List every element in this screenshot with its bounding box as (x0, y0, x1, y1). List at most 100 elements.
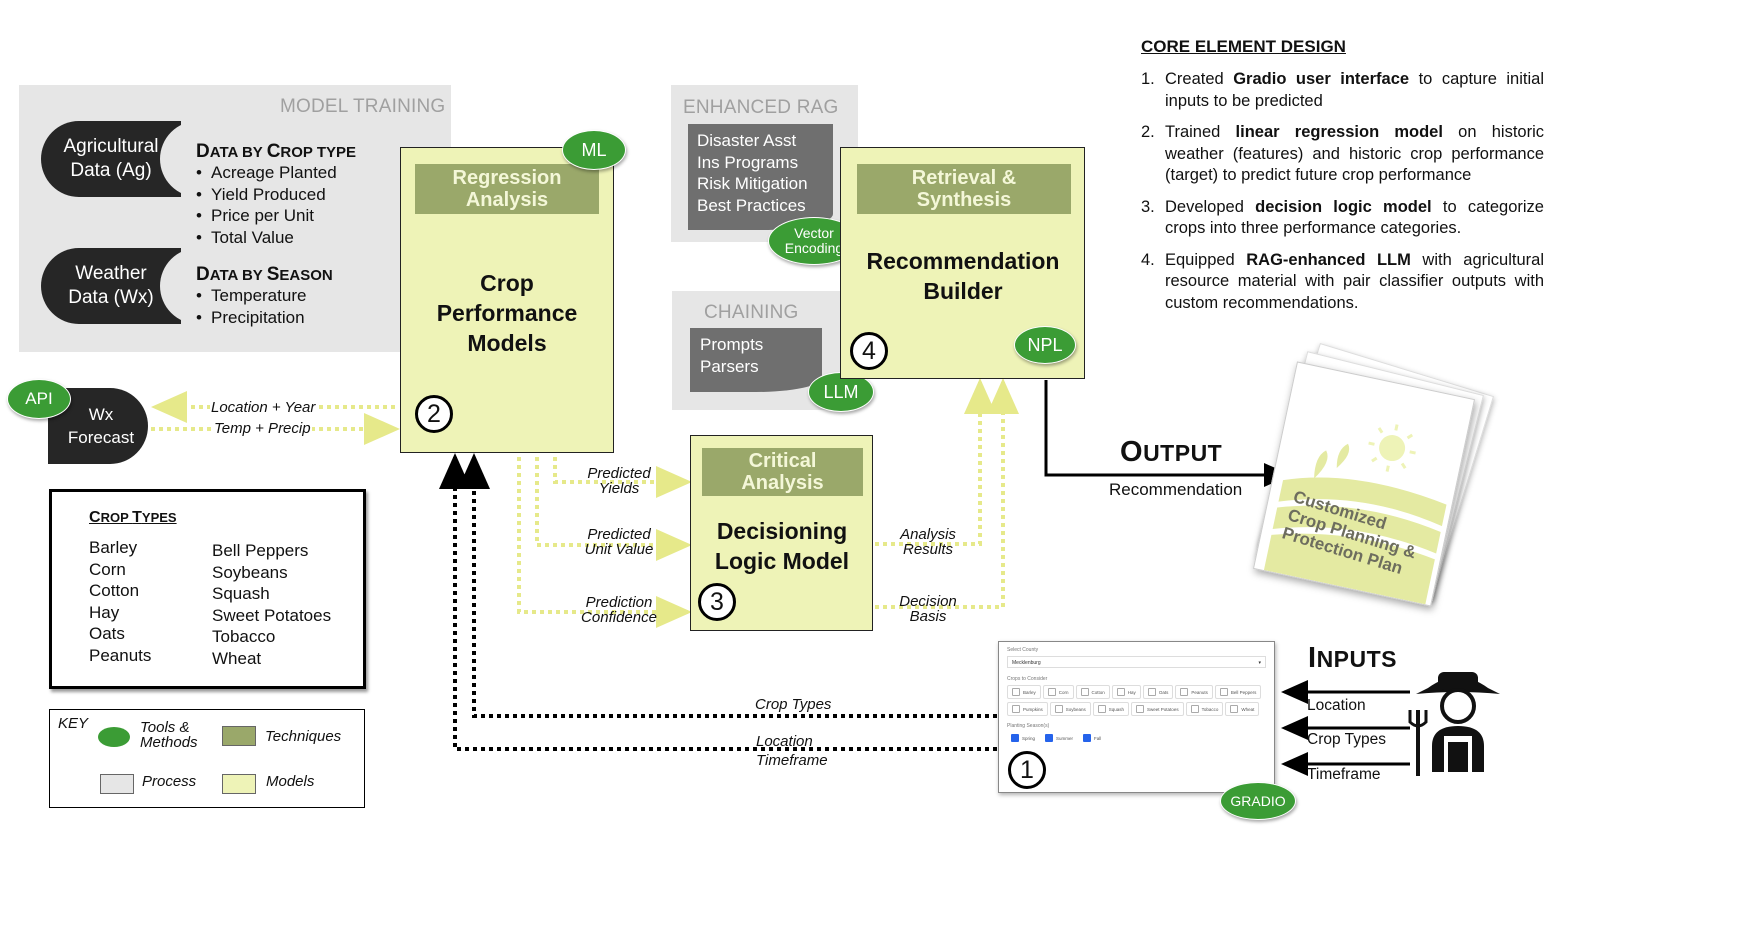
crop-types-flow-label: Crop Types (755, 696, 832, 713)
crop-performance-title: Crop Performance Models (436, 270, 578, 356)
farm-field-icon (1263, 424, 1447, 605)
prediction-conf-flow (517, 457, 692, 628)
regression-analysis-band: Regression Analysis (415, 164, 599, 214)
crop-checkbox[interactable]: Cotton (1075, 685, 1110, 699)
output-heading: OUTPUT (1120, 436, 1223, 468)
crop-checkbox[interactable]: Hay (1111, 685, 1141, 699)
critical-analysis-label: Critical Analysis (741, 450, 824, 494)
key-tool-swatch (98, 727, 130, 747)
crop-checkbox[interactable]: Bell Peppers (1214, 685, 1262, 699)
ag-data-shape: Agricultural Data (Ag) (41, 121, 181, 197)
crop-checkbox[interactable]: Wheat (1225, 702, 1260, 716)
location-year-label: Location + Year (210, 399, 317, 416)
wx-data-label: Weather Data (Wx) (68, 263, 154, 308)
core-design-list: 1.Created Gradio user interface to captu… (1141, 69, 1544, 324)
location-flow-label: Location (756, 733, 813, 750)
input-location-label: Location (1307, 697, 1366, 714)
key-tools-label: Tools & Methods (140, 719, 198, 751)
list-item: Soybeans (212, 562, 288, 582)
crop-checkbox[interactable]: Peanuts (1175, 685, 1213, 699)
list-item: Sweet Potatoes (212, 605, 332, 625)
key-technique-swatch (222, 726, 256, 746)
crop-types-flow (458, 453, 997, 718)
crops-row-2: Pumpkins Soybeans Squash Sweet Potatoes … (1007, 702, 1266, 716)
list-item: Wheat (212, 648, 262, 668)
chaining-document: Prompts Parsers (690, 328, 822, 392)
chaining-item: Parsers (700, 356, 759, 376)
rag-item: Best Practices (697, 195, 806, 215)
season-checkbox[interactable]: Fall (1079, 732, 1106, 744)
key-techniques-label: Techniques (265, 728, 342, 745)
core-item-2: 2.Trained linear regression model on his… (1141, 123, 1544, 184)
predicted-unit-value-label: Predicted Unit Value (584, 526, 654, 558)
prediction-confidence-label: Prediction Confidence (581, 594, 657, 626)
list-item: Price per Unit (196, 205, 337, 227)
list-item: Corn (89, 559, 126, 579)
wx-forecast-label: Wx Forecast (67, 405, 135, 447)
list-item: Temperature (196, 285, 306, 307)
predicted-unit-flow (535, 457, 692, 561)
core-item-4: 4.Equipped RAG-enhanced LLM with agricul… (1141, 250, 1544, 312)
key-process-swatch (100, 774, 134, 794)
crops-label: Crops to Consider (1007, 676, 1048, 682)
list-item: Acreage Planted (196, 162, 337, 184)
decision-basis-flow (875, 378, 1019, 609)
list-item: Barley (89, 538, 138, 557)
crop-checkbox[interactable]: Tobacco (1185, 702, 1224, 716)
data-by-crop-heading: DATA BY CROP TYPE (196, 141, 357, 162)
season-checkbox[interactable]: Summer (1041, 732, 1078, 744)
list-item: Yield Produced (196, 184, 337, 206)
api-badge: API (7, 379, 71, 419)
crop-checkbox[interactable]: Pumpkins (1007, 702, 1048, 716)
crop-checkbox[interactable]: Oats (1142, 685, 1174, 699)
list-item: Cotton (89, 581, 140, 600)
npl-badge: NPL (1014, 326, 1076, 364)
recommendation-builder-box: Retrieval & Synthesis Recommendation Bui… (840, 147, 1085, 379)
crop-checkbox[interactable]: Sweet Potatoes (1131, 702, 1184, 716)
ml-badge: ML (562, 130, 626, 170)
farmer-icon (1408, 672, 1500, 776)
season-checkbox[interactable]: Spring (1007, 732, 1040, 744)
county-label: Select County (1007, 647, 1039, 653)
crop-checkbox[interactable]: Barley (1007, 685, 1041, 699)
input-crops-label: Crop Types (1307, 731, 1386, 748)
key-model-swatch (222, 774, 256, 794)
rag-item: Ins Programs (697, 152, 799, 172)
regression-analysis-label: Regression Analysis (452, 167, 562, 211)
ag-data-label: Agricultural Data (Ag) (63, 136, 159, 181)
retrieval-synthesis-band: Retrieval & Synthesis (857, 164, 1071, 214)
output-flow (1044, 380, 1291, 487)
crops-row-1: Barley Corn Cotton Hay Oats Peanuts Bell… (1007, 685, 1266, 699)
input-timeframe-label: Timeframe (1307, 766, 1381, 783)
list-item: Bell Peppers (212, 541, 309, 560)
wx-data-shape: Weather Data (Wx) (41, 248, 181, 324)
recommendation-builder-title: Recommendation Builder (866, 248, 1060, 304)
crop-types-heading: CROP TYPES (89, 509, 177, 526)
core-item-3: 3.Developed decision logic model to cate… (1141, 197, 1544, 238)
rag-document: Disaster Asst Ins Programs Risk Mitigati… (688, 124, 833, 230)
timeframe-flow-label: Timeframe (756, 752, 828, 769)
gradio-badge: GRADIO (1220, 782, 1296, 820)
step-4-marker: 4 (850, 332, 888, 370)
data-by-season-heading: DATA BY SEASON (196, 264, 333, 285)
decisioning-logic-title: Decisioning Logic Model (714, 518, 850, 574)
core-item-1: 1.Created Gradio user interface to captu… (1141, 70, 1544, 110)
step-3-marker: 3 (698, 583, 736, 621)
county-select[interactable]: Mecklenburg▾ (1007, 656, 1266, 668)
analysis-results-label: Analysis Results (900, 526, 956, 558)
list-item: Oats (89, 624, 125, 643)
crop-types-col-1: Barley Corn Cotton Hay Oats Peanuts (89, 537, 151, 666)
crop-checkbox[interactable]: Corn (1042, 685, 1074, 699)
output-sub: Recommendation (1109, 480, 1243, 499)
rag-item: Risk Mitigation (697, 174, 808, 193)
predicted-yields-label: Predicted Yields (587, 465, 651, 497)
temp-precip-label: Temp + Precip (213, 420, 312, 437)
list-item: Total Value (196, 227, 337, 249)
list-item: Hay (89, 602, 120, 622)
crop-checkbox[interactable]: Squash (1092, 702, 1130, 716)
crop-checkbox[interactable]: Soybeans (1049, 702, 1091, 716)
chaining-title: CHAINING (704, 302, 799, 323)
step-1-marker: 1 (1008, 751, 1046, 789)
analysis-results-flow (875, 378, 996, 546)
